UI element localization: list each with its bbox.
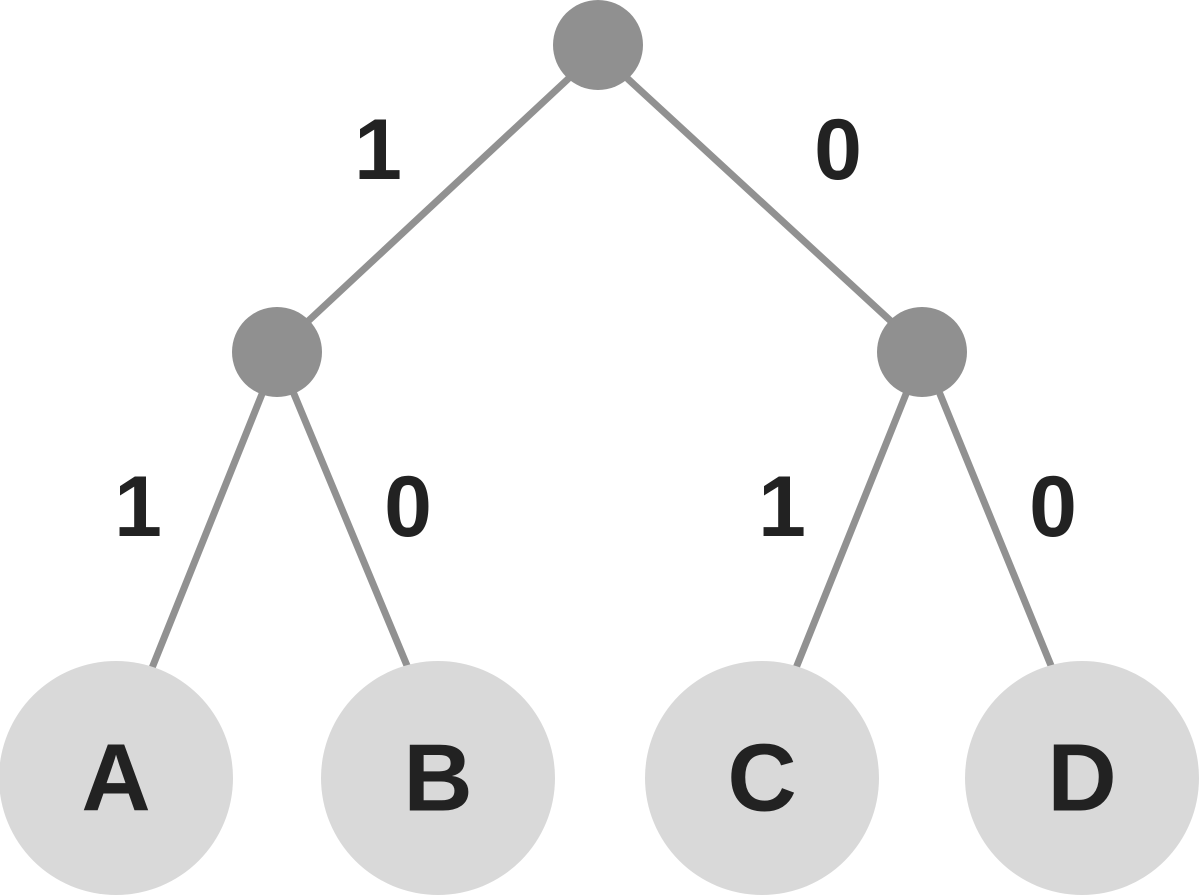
edge-root-mid-left (301, 75, 572, 328)
node-leaf-d-label: D (1047, 725, 1116, 832)
edge-mid-right-c-label: 1 (758, 459, 806, 555)
edge-root-mid-left-label: 1 (354, 102, 402, 198)
edge-root-mid-right (624, 75, 898, 328)
node-leaf-a[interactable] (0, 661, 233, 895)
node-leaf-c[interactable] (645, 661, 879, 895)
node-mid-left[interactable] (232, 307, 322, 397)
edge-mid-left-a-label: 1 (114, 459, 162, 555)
node-leaf-c-label: C (727, 725, 796, 832)
edges-layer (148, 75, 1056, 672)
edge-mid-right-c (792, 390, 910, 672)
node-leaf-b-label: B (403, 725, 472, 832)
edge-root-mid-right-label: 0 (814, 102, 862, 198)
node-leaf-a-label: A (81, 725, 150, 832)
node-root[interactable] (553, 0, 643, 90)
edge-labels-layer: 1 0 1 0 1 0 (114, 102, 1077, 555)
node-labels-layer: A B C D (81, 725, 1116, 832)
edge-mid-right-d-label: 0 (1029, 459, 1077, 555)
edge-mid-left-b-label: 0 (384, 459, 432, 555)
node-leaf-d[interactable] (965, 661, 1199, 895)
edge-mid-right-d (936, 390, 1056, 672)
edge-mid-left-b (290, 390, 412, 672)
edge-mid-left-a (148, 390, 266, 672)
node-mid-right[interactable] (877, 307, 967, 397)
node-leaf-b[interactable] (321, 661, 555, 895)
